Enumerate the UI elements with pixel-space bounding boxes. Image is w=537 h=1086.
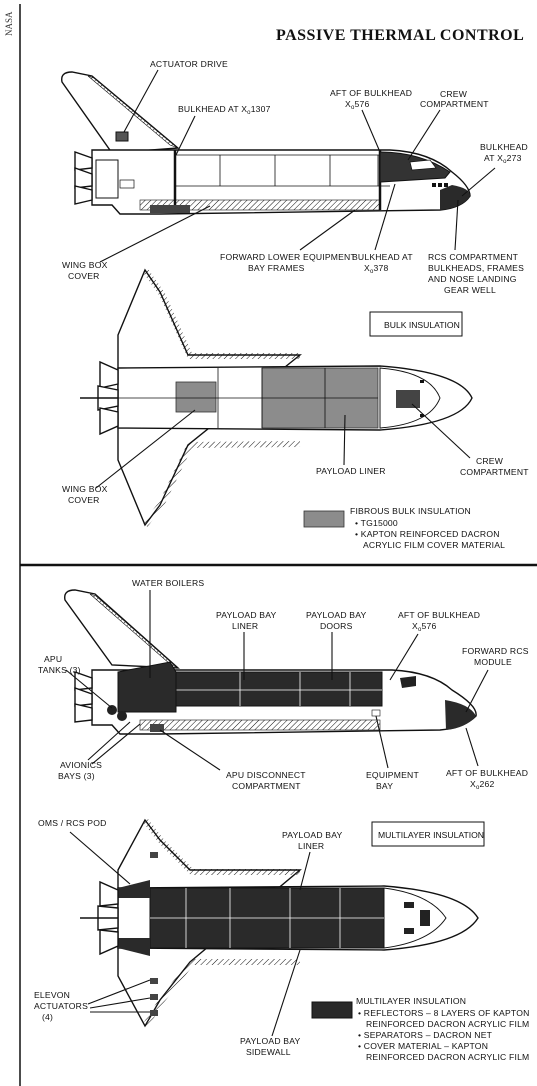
- label-bulkhead-1307: BULKHEAD AT Xo1307: [178, 104, 271, 116]
- svg-text:• SEPARATORS – DACRON NET: • SEPARATORS – DACRON NET: [358, 1030, 493, 1040]
- vertical-tail: [61, 71, 180, 154]
- svg-text:• COVER MATERIAL – KAPTON: • COVER MATERIAL – KAPTON: [358, 1041, 488, 1051]
- label-payload-liner: PAYLOAD LINER: [316, 466, 386, 476]
- fibrous-legend-item-1: TG15000: [361, 518, 398, 528]
- orbiter-plan-view-bottom: MULTILAYER INSULATION OMS / RCS POD PAYL…: [34, 818, 485, 1057]
- actuator-drive-block: [115, 131, 129, 142]
- fibrous-bulk-legend-title: FIBROUS BULK INSULATION: [350, 506, 471, 516]
- fibrous-bulk-swatch: [303, 510, 345, 528]
- multilayer-legend-item-5: REINFORCED DACRON ACRYLIC FILM: [366, 1052, 529, 1062]
- multilayer-insulation-box: [371, 821, 485, 847]
- fibrous-legend-item-3: ACRYLIC FILM COVER MATERIAL: [363, 540, 505, 550]
- multilayer-legend-item-2: REINFORCED DACRON ACRYLIC FILM: [366, 1019, 529, 1029]
- page-title: PASSIVE THERMAL CONTROL: [276, 27, 524, 44]
- side-view-labels-top: ACTUATOR DRIVE BULKHEAD AT Xo1307 AFT OF…: [62, 59, 528, 295]
- label-oms-rcs-pod: OMS / RCS POD: [38, 818, 107, 828]
- multilayer-swatch: [311, 1001, 353, 1019]
- multilayer-legend-item-1: REFLECTORS – 8 LAYERS OF KAPTON: [364, 1008, 530, 1018]
- label-water-boilers: WATER BOILERS: [132, 578, 204, 588]
- fibrous-bulk-legend: FIBROUS BULK INSULATION • TG15000 • KAPT…: [303, 506, 505, 550]
- fibrous-legend-item-2: KAPTON REINFORCED DACRON: [361, 529, 500, 539]
- orbiter-side-view-top: [61, 71, 471, 215]
- svg-text:• TG15000: • TG15000: [355, 518, 398, 528]
- bulk-insulation-box-label: BULK INSULATION: [384, 320, 460, 330]
- nasa-margin-text: NASA: [4, 11, 14, 36]
- rudder-hatch: [87, 75, 179, 149]
- multilayer-insulation-box-label: MULTILAYER INSULATION: [378, 830, 484, 840]
- orbiter-side-view-bottom: [64, 589, 477, 735]
- label-actuator-drive: ACTUATOR DRIVE: [150, 59, 228, 69]
- svg-text:• KAPTON REINFORCED DACRON: • KAPTON REINFORCED DACRON: [355, 529, 500, 539]
- svg-text:• REFLECTORS – 8 LAYERS OF KAP: • REFLECTORS – 8 LAYERS OF KAPTON: [358, 1008, 530, 1018]
- multilayer-legend: MULTILAYER INSULATION • REFLECTORS – 8 L…: [311, 996, 530, 1062]
- multilayer-legend-item-4: COVER MATERIAL – KAPTON: [364, 1041, 488, 1051]
- payload-bay-multilayer: [175, 671, 383, 707]
- multilayer-legend-item-3: SEPARATORS – DACRON NET: [364, 1030, 493, 1040]
- multilayer-legend-title: MULTILAYER INSULATION: [356, 996, 466, 1006]
- wing-box-cover-plan: [175, 381, 217, 413]
- bulk-insulation-box: [369, 311, 463, 337]
